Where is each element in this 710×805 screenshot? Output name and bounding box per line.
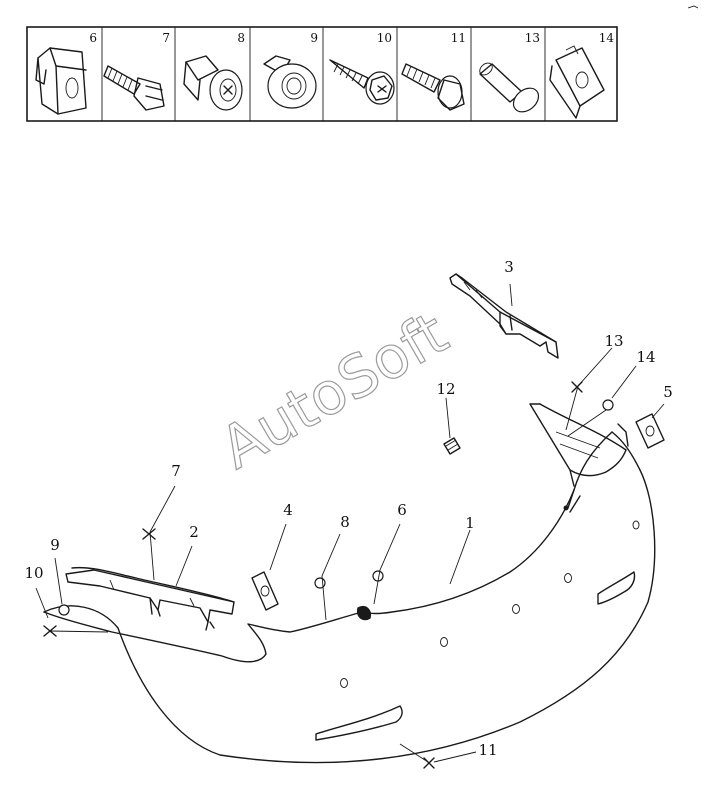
legend-number: 10 bbox=[377, 31, 392, 45]
legend-number: 9 bbox=[310, 31, 318, 45]
pad-part bbox=[443, 437, 461, 455]
legend-cell-8: 8 bbox=[183, 31, 245, 111]
callout-6: 6 bbox=[397, 501, 407, 519]
u-nut-icon bbox=[549, 45, 605, 119]
callout-3: 3 bbox=[504, 258, 514, 276]
callout-7: 7 bbox=[171, 462, 181, 480]
legend-number: 7 bbox=[162, 31, 170, 45]
watermark: AutoSoft bbox=[209, 299, 459, 482]
callout-8: 8 bbox=[340, 513, 350, 531]
grommet-icon bbox=[263, 55, 317, 109]
legend-number: 13 bbox=[525, 31, 540, 45]
legend-cell-9: 9 bbox=[263, 31, 318, 109]
callout-labels: 1 2 3 4 5 6 7 8 9 10 11 12 13 14 bbox=[24, 258, 672, 759]
legend-cell-6: 6 bbox=[35, 31, 97, 115]
callout-4: 4 bbox=[283, 501, 293, 519]
parts-legend: 6 7 8 bbox=[26, 26, 618, 122]
right-bracket bbox=[449, 273, 559, 359]
callout-11: 11 bbox=[478, 741, 497, 759]
callout-2: 2 bbox=[189, 523, 199, 541]
clip-part-4 bbox=[251, 571, 279, 611]
clip-nut-icon bbox=[35, 47, 87, 115]
callout-14: 14 bbox=[636, 348, 655, 366]
leader-lines bbox=[35, 283, 665, 763]
callout-1: 1 bbox=[465, 514, 475, 532]
flange-bolt-icon bbox=[103, 65, 165, 111]
legend-number: 8 bbox=[237, 31, 245, 45]
fastener-markers bbox=[43, 381, 614, 769]
legend-cell-13: 13 bbox=[479, 31, 540, 113]
callout-13: 13 bbox=[604, 332, 623, 350]
left-bracket bbox=[65, 566, 235, 631]
bumper-cover bbox=[43, 403, 656, 764]
legend-number: 6 bbox=[89, 31, 97, 45]
callout-5: 5 bbox=[663, 383, 673, 401]
flange-bolt-icon bbox=[401, 63, 465, 111]
legend-number: 14 bbox=[599, 31, 615, 45]
legend-cell-10: 10 bbox=[329, 31, 395, 105]
pin-icon bbox=[479, 62, 540, 113]
legend-cell-14: 14 bbox=[549, 31, 615, 119]
legend-cell-11: 11 bbox=[401, 31, 466, 111]
push-rivet-icon bbox=[183, 55, 243, 111]
tapping-screw-icon bbox=[329, 59, 395, 105]
speck-mark bbox=[687, 5, 699, 9]
clip-part-5 bbox=[635, 413, 665, 449]
legend-number: 11 bbox=[451, 31, 466, 45]
callout-9: 9 bbox=[50, 536, 60, 554]
legend-cell-7: 7 bbox=[103, 31, 170, 111]
callout-10: 10 bbox=[24, 564, 43, 582]
callout-12: 12 bbox=[436, 380, 455, 398]
